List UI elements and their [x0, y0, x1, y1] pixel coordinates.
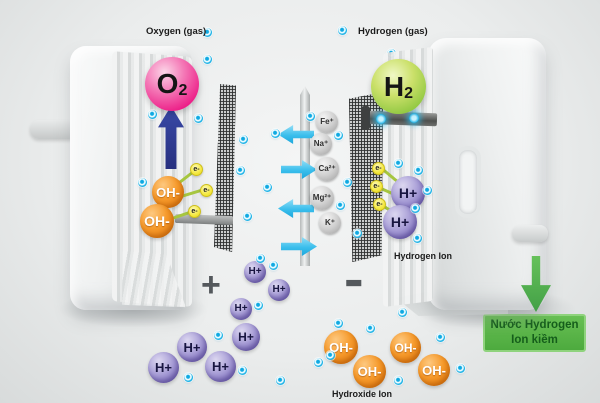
water-molecule-dot: [254, 301, 263, 310]
hydrogen-ion: H+: [230, 298, 252, 320]
flow-arrow-right-icon: [281, 160, 317, 179]
water-molecule-dot: [334, 131, 343, 140]
hydroxide-ion: OH-: [418, 354, 450, 386]
hydrogen-ion: H+: [148, 352, 179, 383]
water-molecule-dot: [326, 351, 335, 360]
result-line2: Ion kiềm: [511, 334, 558, 346]
mineral-ion-ca: Ca²⁺: [315, 157, 339, 181]
mineral-ion-na: Na⁺: [310, 133, 332, 155]
electron: e-: [200, 184, 213, 197]
water-molecule-dot: [236, 166, 245, 175]
water-molecule-dot: [353, 229, 362, 238]
anode-mesh-electrode: [214, 84, 236, 252]
water-molecule-dot: [306, 112, 315, 121]
water-molecule-dot: [343, 178, 352, 187]
hydrogen-ion: H+: [391, 176, 425, 210]
oxygen-gas-label: Oxygen (gas): [146, 26, 207, 37]
mineral-ion-mg: Mg²⁺: [310, 186, 334, 210]
right-cell-housing: [428, 38, 546, 310]
water-molecule-dot: [203, 55, 212, 64]
water-molecule-dot: [436, 333, 445, 342]
water-molecule-dot: [334, 319, 343, 328]
water-molecule-dot: [423, 186, 432, 195]
o2-subscript: 2: [178, 82, 188, 99]
hydrogen-ion: H+: [232, 323, 260, 351]
water-molecule-dot: [184, 373, 193, 382]
hydroxide-ion: OH-: [390, 332, 421, 363]
water-molecule-dot: [214, 331, 223, 340]
water-molecule-dot: [148, 110, 157, 119]
water-molecule-dot: [194, 114, 203, 123]
water-molecule-dot: [338, 26, 347, 35]
water-molecule-dot: [414, 166, 423, 175]
water-molecule-dot: [276, 376, 285, 385]
hydrogen-ion: H+: [177, 332, 207, 362]
electron: e-: [190, 163, 203, 176]
hydroxide-ion: OH-: [140, 204, 174, 238]
water-molecule-dot: [366, 324, 375, 333]
water-molecule-dot: [239, 135, 248, 144]
water-molecule-dot: [336, 201, 345, 210]
hydroxide-ion: OH-: [152, 176, 184, 208]
left-inlet-pipe: [30, 120, 78, 139]
electron: e-: [373, 198, 386, 211]
water-molecule-dot: [314, 358, 323, 367]
water-molecule-dot: [269, 261, 278, 270]
water-molecule-dot: [394, 376, 403, 385]
hydroxide-ion-caption: Hydroxide Ion: [332, 389, 393, 399]
water-molecule-dot: [256, 254, 265, 263]
water-molecule-dot: [271, 129, 280, 138]
right-cell-slot: [455, 146, 481, 218]
water-molecule-dot: [238, 366, 247, 375]
hydrogen-gas-label: Hydrogen (gas): [358, 26, 428, 37]
water-molecule-dot: [263, 183, 272, 192]
water-molecule-dot: [456, 364, 465, 373]
water-molecule-dot: [138, 178, 147, 187]
h2-symbol: H: [383, 70, 405, 102]
electron: e-: [188, 205, 201, 218]
plus-sign: +: [201, 266, 221, 304]
mineral-ion-fe: Fe⁺: [316, 111, 338, 133]
rod-glow-dot: [376, 114, 386, 124]
hydrogen-ion-caption: Hydrogen Ion: [394, 251, 452, 261]
minus-sign: −: [345, 252, 363, 316]
result-label-box: Nước Hydrogen Ion kiềm: [483, 314, 586, 352]
electron: e-: [372, 162, 385, 175]
rod-glow-dot: [409, 113, 419, 123]
hydroxide-ion: OH-: [353, 355, 386, 388]
electron: e-: [370, 180, 383, 193]
o2-symbol: O: [156, 68, 179, 99]
right-outlet-pipe: [512, 225, 548, 242]
water-molecule-dot: [413, 234, 422, 243]
cathode-rod-knob: [361, 106, 370, 130]
water-molecule-dot: [203, 28, 212, 37]
water-molecule-dot: [243, 212, 252, 221]
hydrogen-ion: H+: [268, 279, 290, 301]
water-molecule-dot: [398, 308, 407, 317]
water-molecule-dot: [394, 159, 403, 168]
h2-subscript: 2: [404, 84, 414, 102]
mineral-ion-k: K⁺: [319, 212, 341, 234]
flow-arrow-right-icon: [281, 237, 317, 256]
water-molecule-dot: [411, 204, 420, 213]
hydrogen-ion: H+: [244, 261, 266, 283]
hydrogen-ion: H+: [205, 351, 236, 382]
result-line1: Nước Hydrogen: [490, 319, 579, 332]
